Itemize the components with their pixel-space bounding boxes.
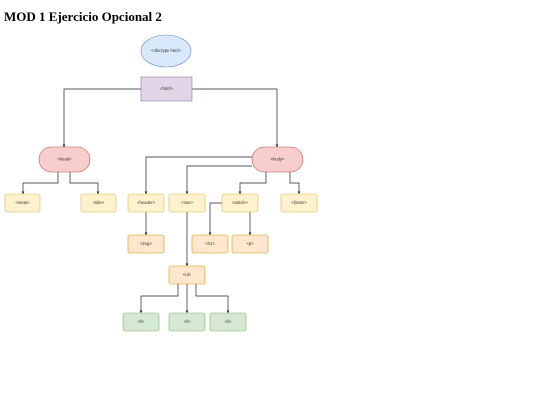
- ul-shape: [168, 265, 206, 285]
- node-head: <head>: [38, 146, 91, 173]
- meta-shape: [4, 193, 41, 213]
- page-title: MOD 1 Ejercicio Opcional 2: [4, 9, 162, 24]
- node-html: <html>: [140, 76, 193, 102]
- footer-label: <footer>: [291, 200, 307, 205]
- node-body: <body>: [251, 146, 304, 173]
- node-li-2: <li>: [168, 312, 206, 332]
- head-shape: [38, 146, 91, 173]
- title-shape: [80, 193, 117, 213]
- node-title: <title>: [80, 193, 117, 213]
- edge-ul-li3: [195, 284, 230, 314]
- p-shape: [231, 234, 269, 254]
- head-label: <head>: [57, 157, 72, 162]
- li-2-label: <li>: [184, 319, 191, 324]
- body-shape: [251, 146, 304, 173]
- node-nav: <nav>: [168, 193, 206, 213]
- node-meta: <meta>: [4, 193, 41, 213]
- edge-head-title: [69, 172, 100, 195]
- edge-head-meta: [21, 172, 59, 195]
- img-label: <img>: [140, 241, 152, 246]
- body-label: <body>: [271, 157, 286, 162]
- h1-shape: [191, 234, 229, 254]
- h1-label: <h1>: [205, 241, 215, 246]
- img-shape: [127, 234, 165, 254]
- li-1-label: <li>: [138, 319, 145, 324]
- edge-body-header: [144, 156, 252, 195]
- edge-body-footer: [289, 172, 301, 195]
- edges: [21, 88, 301, 314]
- edge-article-h1: [208, 202, 222, 236]
- node-footer: <footer>: [280, 193, 318, 213]
- html-shape: [140, 76, 193, 102]
- li-3-shape: [209, 312, 247, 332]
- header-shape: [127, 193, 165, 213]
- node-p: <p>: [231, 234, 269, 254]
- edge-html-body: [192, 88, 279, 148]
- edge-html-head: [62, 88, 141, 148]
- node-header: <header>: [127, 193, 165, 213]
- node-img: <img>: [127, 234, 165, 254]
- meta-label: <meta>: [15, 200, 30, 205]
- title-label: <title>: [93, 200, 105, 205]
- html-label: <html>: [160, 86, 173, 91]
- node-li-1: <li>: [122, 312, 160, 332]
- nav-label: <nav>: [181, 200, 193, 205]
- doctype-shape: [140, 34, 192, 68]
- li-1-shape: [122, 312, 160, 332]
- li-3-label: <li>: [225, 319, 232, 324]
- node-h1: <h1>: [191, 234, 229, 254]
- edge-ul-li1: [139, 284, 179, 314]
- node-doctype: <!doctype html>: [140, 34, 192, 68]
- node-li-3: <li>: [209, 312, 247, 332]
- edge-body-article: [238, 172, 267, 195]
- node-ul: <ul>: [168, 265, 206, 285]
- p-label: <p>: [246, 241, 254, 246]
- edge-body-nav: [185, 165, 252, 195]
- doctype-label: <!doctype html>: [151, 48, 181, 53]
- header-label: <header>: [137, 200, 155, 205]
- footer-shape: [280, 193, 318, 213]
- article-shape: [221, 193, 259, 213]
- ul-label: <ul>: [183, 272, 192, 277]
- nav-shape: [168, 193, 206, 213]
- article-label: <article>: [232, 200, 249, 205]
- node-article: <article>: [221, 193, 259, 213]
- li-2-shape: [168, 312, 206, 332]
